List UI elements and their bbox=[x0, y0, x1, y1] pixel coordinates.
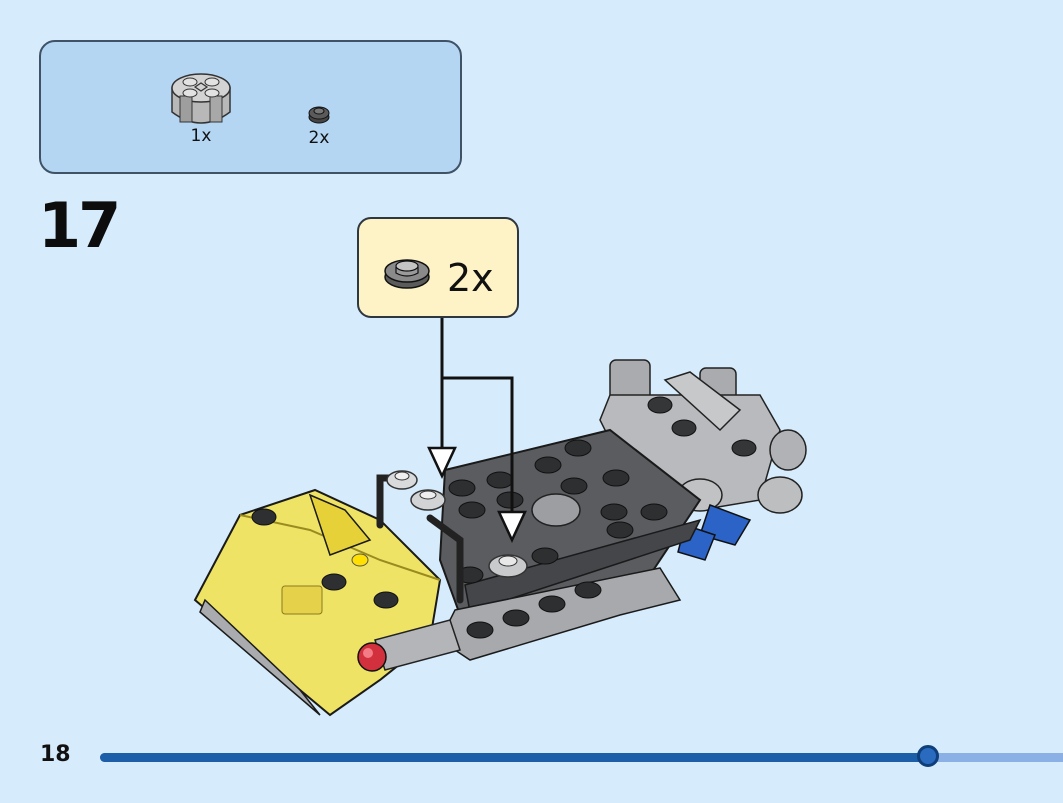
placed-round-plate bbox=[386, 470, 418, 490]
placed-round-plate bbox=[488, 554, 528, 578]
step-callout: 2x bbox=[357, 217, 519, 318]
step-number: 17 bbox=[38, 189, 121, 262]
front-light-assembly bbox=[357, 619, 461, 672]
placed-round-plate bbox=[410, 489, 446, 511]
parts-item-quantity: 1x bbox=[190, 126, 212, 146]
parts-item-round-plate: 2x bbox=[299, 102, 339, 148]
progress-bar bbox=[100, 745, 1063, 767]
trans-yellow-canopy bbox=[193, 488, 442, 717]
round-brick-2x2-icon bbox=[171, 73, 231, 124]
parts-item-quantity: 2x bbox=[308, 128, 330, 148]
page-number: 18 bbox=[40, 742, 71, 767]
round-plate-1x1-icon bbox=[308, 106, 330, 124]
round-plate-1x1-icon bbox=[384, 259, 430, 289]
placement-arrows bbox=[427, 318, 527, 543]
progress-fill bbox=[100, 753, 928, 762]
parts-item-round-brick: 1x bbox=[166, 60, 236, 146]
callout-quantity: 2x bbox=[447, 256, 494, 300]
progress-indicator bbox=[917, 745, 939, 767]
parts-list-box: 1x 2x bbox=[39, 40, 462, 174]
